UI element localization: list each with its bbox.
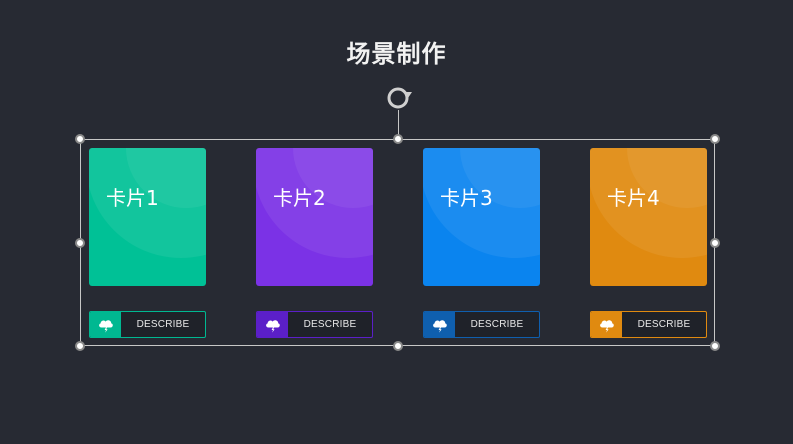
describe-button-3[interactable]: DESCRIBE — [423, 311, 540, 338]
resize-handle-middle-right[interactable] — [710, 238, 720, 248]
card-label: 卡片4 — [607, 186, 660, 210]
resize-handle-bottom-right[interactable] — [710, 341, 720, 351]
rotate-icon[interactable] — [384, 83, 414, 113]
describe-label: DESCRIBE — [470, 319, 524, 330]
describe-button-4[interactable]: DESCRIBE — [590, 311, 707, 338]
describe-button-2[interactable]: DESCRIBE — [256, 311, 373, 338]
card-label: 卡片2 — [273, 186, 326, 210]
describe-icon-box — [90, 312, 121, 337]
page-title: 场景制作 — [346, 40, 447, 68]
cloud-lightning-icon — [432, 319, 447, 333]
describe-icon-box — [257, 312, 288, 337]
describe-icon-box — [591, 312, 622, 337]
card-label: 卡片3 — [440, 186, 493, 210]
resize-handle-bottom-center[interactable] — [393, 341, 403, 351]
card-2[interactable]: 卡片2 — [256, 148, 373, 286]
resize-handle-top-center[interactable] — [393, 134, 403, 144]
resize-handle-top-right[interactable] — [710, 134, 720, 144]
cloud-lightning-icon — [265, 319, 280, 333]
card-3[interactable]: 卡片3 — [423, 148, 540, 286]
describe-label: DESCRIBE — [637, 319, 691, 330]
resize-handle-top-left[interactable] — [75, 134, 85, 144]
resize-handle-middle-left[interactable] — [75, 238, 85, 248]
rotate-stem — [398, 110, 399, 139]
card-1[interactable]: 卡片1 — [89, 148, 206, 286]
cloud-lightning-icon — [98, 319, 113, 333]
card-label: 卡片1 — [106, 186, 159, 210]
describe-icon-box — [424, 312, 455, 337]
resize-handle-bottom-left[interactable] — [75, 341, 85, 351]
card-4[interactable]: 卡片4 — [590, 148, 707, 286]
cloud-lightning-icon — [599, 319, 614, 333]
describe-label: DESCRIBE — [303, 319, 357, 330]
describe-button-1[interactable]: DESCRIBE — [89, 311, 206, 338]
describe-label: DESCRIBE — [136, 319, 190, 330]
